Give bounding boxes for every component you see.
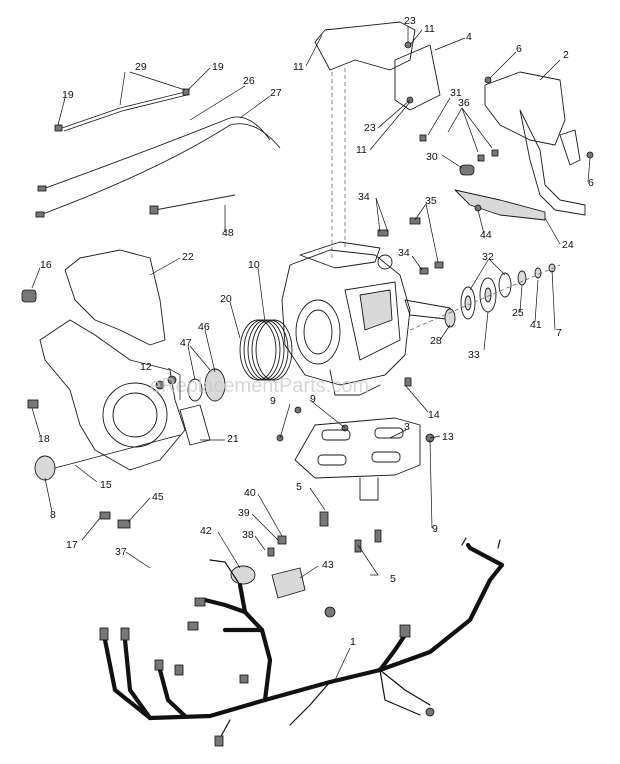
callout-3: 3	[404, 421, 410, 433]
callout-34b: 34	[398, 247, 410, 259]
callout-18: 18	[38, 433, 50, 445]
callout-36: 36	[458, 97, 470, 109]
callout-40: 40	[244, 487, 256, 499]
callout-6a: 6	[516, 43, 522, 55]
blower-housing	[21, 249, 211, 481]
callout-33: 33	[468, 349, 480, 361]
callout-46: 46	[198, 321, 210, 333]
callout-47: 47	[180, 337, 192, 349]
engine-shroud	[314, 21, 586, 260]
callout-1: 1	[350, 636, 356, 648]
callout-35: 35	[425, 195, 437, 207]
callout-9c: 9	[432, 523, 438, 535]
callout-5a: 5	[296, 481, 302, 493]
callout-24: 24	[562, 239, 574, 251]
callout-labels: 1 2 3 4 5 5 6 6 7 8 9 9 9 10 11 11 11 12	[31, 15, 594, 681]
callout-48: 48	[222, 227, 234, 239]
callout-16: 16	[40, 259, 52, 271]
callout-11a: 11	[293, 61, 304, 73]
cable-assemblies	[35, 88, 281, 218]
callout-21: 21	[227, 433, 239, 445]
callout-9b: 9	[310, 393, 316, 405]
callout-34a: 34	[358, 191, 370, 203]
callout-31: 31	[450, 87, 462, 99]
callout-25: 25	[512, 307, 524, 319]
callout-23b: 23	[364, 122, 376, 134]
callout-28: 28	[430, 335, 442, 347]
callout-14: 14	[428, 409, 440, 421]
callout-29: 29	[135, 61, 147, 73]
callout-20: 20	[220, 293, 232, 305]
callout-6b: 6	[588, 177, 594, 189]
callout-7: 7	[556, 327, 562, 339]
callout-11b: 11	[424, 23, 435, 35]
callout-27: 27	[270, 87, 282, 99]
callout-38: 38	[242, 529, 254, 541]
callout-4: 4	[466, 31, 472, 43]
callout-32: 32	[482, 251, 494, 263]
callout-37: 37	[115, 546, 127, 558]
callout-42: 42	[200, 525, 212, 537]
callout-23a: 23	[404, 15, 416, 27]
callout-44: 44	[480, 229, 492, 241]
callout-19a: 19	[62, 89, 74, 101]
callout-41: 41	[530, 319, 542, 331]
callout-43: 43	[322, 559, 334, 571]
callout-26: 26	[243, 75, 255, 87]
callout-39: 39	[238, 507, 250, 519]
callout-5b: 5	[390, 573, 396, 585]
wiring-harness	[99, 537, 505, 747]
callout-15: 15	[100, 479, 112, 491]
watermark-text: eReplacementParts.com	[150, 375, 369, 397]
callout-30: 30	[426, 151, 438, 163]
callout-19b: 19	[212, 61, 224, 73]
callout-22: 22	[182, 251, 194, 263]
mounting-plate	[294, 417, 421, 553]
callout-2: 2	[563, 49, 569, 61]
callout-45: 45	[152, 491, 164, 503]
callout-13: 13	[442, 431, 454, 443]
callout-9a: 9	[270, 395, 276, 407]
engine	[281, 241, 456, 396]
callout-10: 10	[248, 259, 260, 271]
callout-11c: 11	[356, 144, 367, 156]
callout-12: 12	[140, 361, 152, 373]
callout-8: 8	[50, 509, 56, 521]
drive-pulleys	[409, 263, 561, 331]
callout-17: 17	[66, 539, 78, 551]
hardware	[155, 41, 594, 443]
